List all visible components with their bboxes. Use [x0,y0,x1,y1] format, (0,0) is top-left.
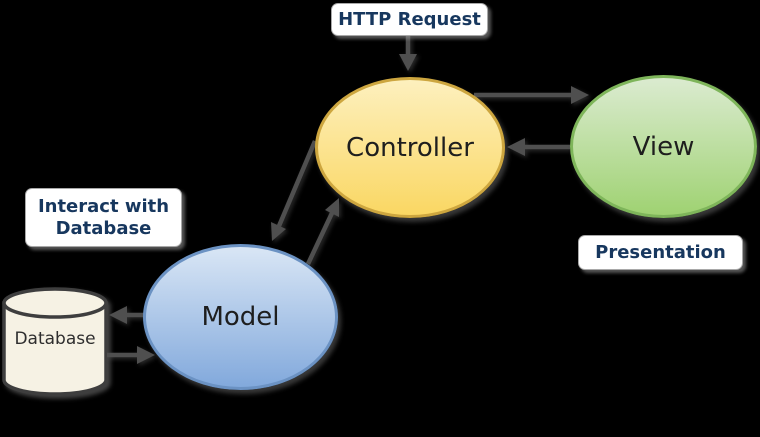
interact-callout-line1: Interact with [37,195,170,217]
arrowhead-model-to-controller [325,198,339,217]
cylinder-body [2,301,108,396]
arrowhead-model-to-database [109,306,127,324]
presentation-callout: Presentation [578,235,743,270]
presentation-text: Presentation [595,241,726,263]
interact-callout-line2: Database [55,217,152,239]
cylinder-top [2,287,108,319]
node-view: View [570,75,757,218]
arrowhead-view-to-controller [507,138,525,156]
node-controller: Controller [315,77,505,218]
http-request-text: HTTP Request [338,8,481,30]
interact-with-database-callout: Interact with Database [25,188,182,247]
arrow-controller-to-model [276,140,318,227]
arrows [107,36,589,364]
node-view-label: View [632,131,695,162]
arrow-model-to-controller [305,212,335,265]
node-controller-label: Controller [346,132,474,163]
node-model-label: Model [201,302,280,332]
arrowhead-controller-to-model [271,222,286,241]
arrowhead-http-to-controller [399,54,417,71]
node-model: Model [143,244,338,390]
database-cylinder [2,287,108,396]
database-label: Database [14,329,96,349]
arrowhead-database-to-model [137,346,155,364]
arrowhead-controller-to-view [571,86,589,104]
http-request-callout: HTTP Request [331,3,488,36]
